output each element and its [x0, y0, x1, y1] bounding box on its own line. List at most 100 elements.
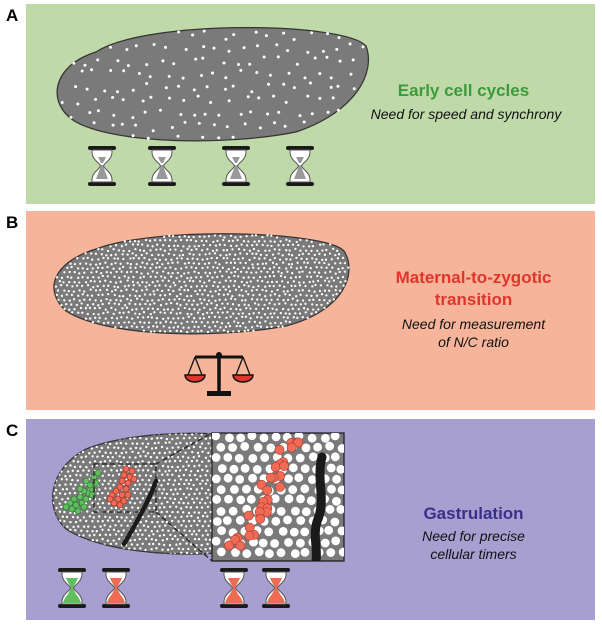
- nucleus-dot: [95, 530, 99, 533]
- nucleus-dot: [182, 98, 186, 102]
- nucleus-dot: [239, 68, 243, 72]
- nucleus-dot: [214, 261, 217, 264]
- nucleus-dot: [237, 304, 241, 307]
- nucleus-dot: [172, 326, 175, 329]
- nucleus-dot: [146, 452, 150, 455]
- nucleus-dot: [141, 460, 144, 463]
- nucleus-dot: [153, 302, 156, 305]
- nucleus-dot: [142, 249, 146, 252]
- nucleus-dot: [301, 507, 311, 517]
- nucleus-dot: [225, 253, 228, 257]
- nucleus-dot: [160, 289, 164, 293]
- nucleus-dot: [164, 258, 168, 261]
- nucleus-dot: [114, 244, 118, 247]
- nucleus-dot: [91, 258, 94, 261]
- nucleus-dot: [152, 470, 155, 473]
- nucleus-dot: [240, 280, 243, 284]
- nucleus-dot: [186, 276, 189, 280]
- nucleus-dot: [265, 549, 274, 559]
- nucleus-dot: [294, 473, 304, 483]
- nucleus-dot: [277, 270, 280, 273]
- nucleus-dot: [234, 253, 237, 256]
- nucleus-dot: [164, 86, 168, 90]
- nucleus-dot: [161, 492, 164, 495]
- nucleus-dot: [244, 290, 248, 293]
- nucleus-dot: [69, 483, 72, 486]
- nucleus-dot: [263, 240, 266, 243]
- nucleus-dot: [182, 519, 185, 523]
- nucleus-dot: [226, 311, 229, 314]
- nucleus-dot: [329, 76, 333, 80]
- nucleus-dot: [80, 284, 84, 288]
- nucleus-dot: [155, 317, 159, 320]
- nucleus-dot: [114, 533, 118, 536]
- nucleus-dot: [249, 280, 252, 283]
- nucleus-dot: [297, 308, 300, 311]
- nucleus-dot: [96, 285, 99, 288]
- nucleus-dot: [60, 303, 63, 307]
- nucleus-dot: [229, 244, 233, 248]
- nucleus-dot: [247, 293, 250, 296]
- nucleus-dot: [117, 473, 121, 476]
- nucleus-dot: [141, 243, 144, 246]
- nucleus-dot: [270, 244, 273, 248]
- nucleus-dot: [294, 295, 298, 298]
- nucleus-dot: [254, 307, 258, 311]
- nucleus-dot: [109, 542, 113, 546]
- nucleus-dot: [222, 516, 232, 525]
- nucleus-dot: [237, 312, 240, 316]
- nucleus-dot: [118, 455, 121, 458]
- nucleus-dot: [241, 294, 244, 297]
- nucleus-dot: [206, 274, 209, 278]
- nucleus-dot: [143, 110, 147, 114]
- nucleus-dot: [90, 294, 94, 297]
- nucleus-dot: [196, 257, 199, 261]
- nucleus-dot: [104, 308, 107, 311]
- nucleus-dot: [86, 530, 89, 533]
- nucleus-dot: [225, 316, 228, 319]
- nucleus-dot: [109, 245, 112, 248]
- nucleus-dot: [172, 317, 175, 320]
- nucleus-dot: [134, 44, 138, 48]
- nucleus-dot: [84, 307, 88, 310]
- nucleus-dot: [189, 543, 193, 546]
- nucleus-dot: [101, 528, 104, 531]
- nucleus-dot: [72, 460, 75, 463]
- nucleus-dot: [73, 262, 77, 266]
- nucleus-dot: [178, 288, 181, 291]
- nucleus-dot: [101, 483, 104, 486]
- nucleus-dot: [337, 526, 344, 536]
- nucleus-dot: [176, 257, 179, 260]
- nucleus-dot: [282, 31, 286, 35]
- nucleus-dot: [58, 519, 62, 522]
- nucleus-dot: [109, 479, 112, 483]
- nucleus-dot: [149, 249, 152, 252]
- nucleus-dot: [182, 245, 185, 248]
- nucleus-dot: [226, 302, 229, 305]
- nucleus-dot: [115, 469, 119, 472]
- nucleus-dot: [101, 454, 104, 458]
- nucleus-dot: [123, 321, 126, 324]
- nucleus-dot: [323, 261, 326, 265]
- nucleus-dot: [98, 533, 102, 537]
- nucleus-dot: [91, 321, 95, 324]
- nucleus-dot: [291, 272, 294, 275]
- nucleus-dot: [193, 473, 197, 477]
- nucleus-dot: [134, 266, 137, 269]
- nucleus-dot: [193, 548, 197, 551]
- nucleus-dot: [320, 303, 323, 307]
- nucleus-dot: [341, 256, 345, 260]
- nucleus-dot: [177, 520, 180, 523]
- nucleus-dot: [295, 453, 305, 463]
- nucleus-dot: [133, 473, 136, 477]
- nucleus-dot: [281, 325, 284, 328]
- nucleus-dot: [197, 529, 201, 532]
- nucleus-dot: [164, 320, 168, 323]
- nucleus-dot: [60, 276, 64, 280]
- nucleus-dot: [138, 474, 141, 477]
- nucleus-dot: [313, 442, 322, 452]
- nucleus-dot: [305, 239, 308, 242]
- nucleus-dot: [195, 285, 199, 288]
- nucleus-dot: [216, 311, 220, 314]
- nucleus-dot: [197, 511, 201, 514]
